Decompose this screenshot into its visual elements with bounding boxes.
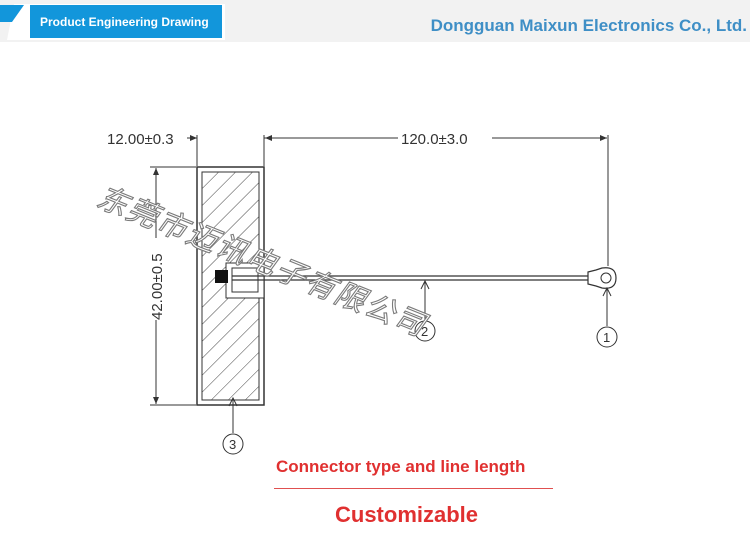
- balloon-1: 1: [596, 286, 618, 348]
- header-tab-label: Product Engineering Drawing: [40, 15, 209, 29]
- ipex-connector: [587, 267, 617, 289]
- header-tab-background: [0, 4, 225, 40]
- header-bar: Product Engineering Drawing Dongguan Mai…: [0, 0, 750, 42]
- balloon-2-label: 2: [421, 324, 428, 339]
- balloon-2: 2: [414, 279, 436, 342]
- dimension-width-label: 12.00±0.3: [107, 131, 174, 148]
- dimension-height: 42.00±0.5: [149, 168, 166, 404]
- dimension-cable-length: 120.0±3.0: [265, 131, 607, 148]
- balloon-1-label: 1: [603, 330, 610, 345]
- dimension-cable-length-label: 120.0±3.0: [401, 131, 468, 148]
- cable: [232, 275, 588, 281]
- caption-box: Connector type and line length Customiza…: [268, 440, 558, 540]
- caption-customizable: Customizable: [335, 502, 479, 527]
- company-name: Dongguan Maixun Electronics Co., Ltd.: [430, 16, 747, 35]
- balloon-3-label: 3: [229, 437, 236, 452]
- dimension-width: 12.00±0.3: [107, 131, 274, 148]
- balloon-3: 3: [222, 396, 244, 455]
- caption-connector-note: Connector type and line length: [276, 457, 526, 476]
- antenna-body: [196, 166, 265, 406]
- caption-divider: [274, 488, 553, 489]
- extension-lines: [150, 135, 609, 406]
- dimension-height-label: 42.00±0.5: [149, 253, 166, 320]
